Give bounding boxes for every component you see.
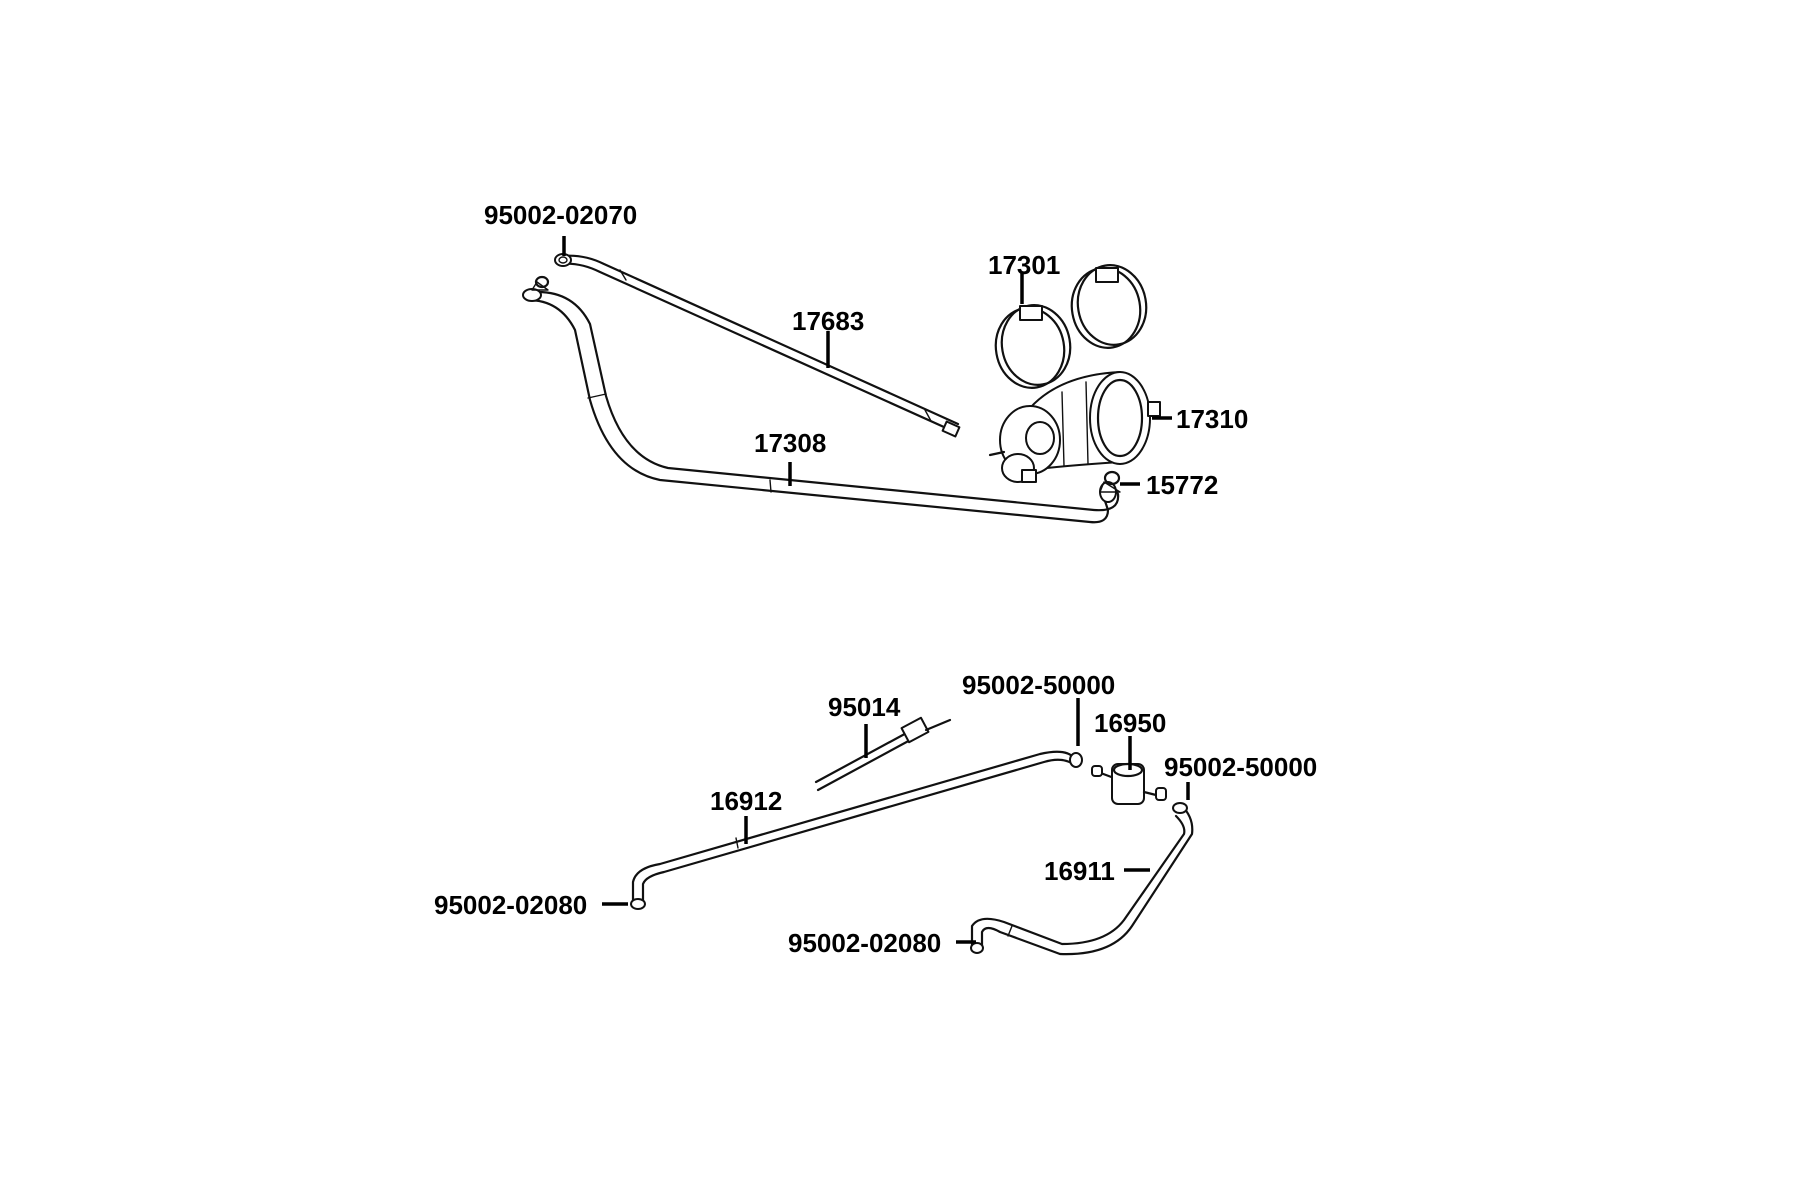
- callout-16950: 16950: [1094, 708, 1166, 738]
- callout-labels: 95002-02070 17301 17683 17310 17308 1577…: [434, 200, 1317, 958]
- callout-16911: 16911: [1044, 856, 1115, 886]
- clamp-17301-a: [994, 304, 1072, 389]
- callout-95014: 95014: [828, 692, 901, 722]
- callout-95002-02070: 95002-02070: [484, 200, 637, 230]
- callout-15772: 15772: [1146, 470, 1218, 500]
- callout-16912: 16912: [710, 786, 782, 816]
- clamp-17301-b: [1070, 264, 1148, 349]
- leader-lines: [562, 236, 1190, 944]
- canister-17310: [988, 371, 1162, 483]
- hose-17683: [558, 254, 961, 438]
- clip-15772: [1099, 470, 1121, 493]
- callout-95002-02080-a: 95002-02080: [434, 890, 587, 920]
- band-95014: [814, 716, 952, 792]
- hose-16912: [630, 750, 1083, 910]
- callout-17301: 17301: [988, 250, 1060, 280]
- callout-95002-50000-b: 95002-50000: [1164, 752, 1317, 782]
- callout-17683: 17683: [792, 306, 864, 336]
- hose-16911: [970, 802, 1194, 956]
- callout-17308: 17308: [754, 428, 826, 458]
- callout-95002-02080-b: 95002-02080: [788, 928, 941, 958]
- callout-17310: 17310: [1176, 404, 1248, 434]
- valve-16950: [1091, 762, 1167, 805]
- callout-95002-50000-a: 95002-50000: [962, 670, 1115, 700]
- hose-clip-left: [531, 275, 550, 291]
